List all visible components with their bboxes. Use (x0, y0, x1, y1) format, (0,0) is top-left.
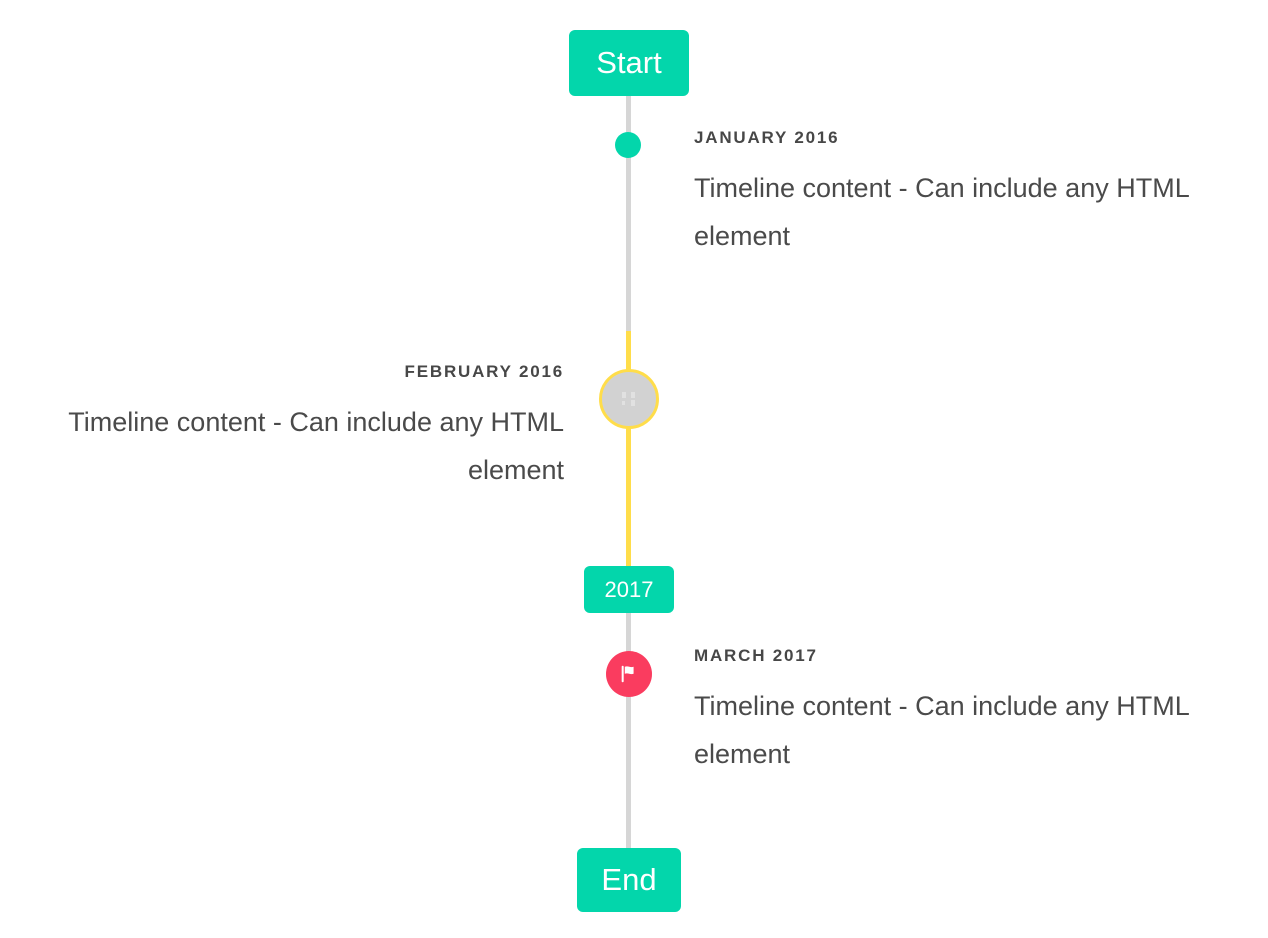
timeline-event-content: MARCH 2017 Timeline content - Can includ… (628, 646, 1256, 778)
timeline-rail-gray-upper (626, 95, 631, 331)
timeline-event-january-2016: JANUARY 2016 Timeline content - Can incl… (0, 128, 1268, 260)
timeline-event-date: FEBRUARY 2016 (404, 362, 564, 381)
timeline-event-content: JANUARY 2016 Timeline content - Can incl… (628, 128, 1256, 260)
timeline-event-march-2017: MARCH 2017 Timeline content - Can includ… (0, 646, 1268, 778)
timeline-event-body: Timeline content - Can include any HTML … (694, 691, 1189, 769)
dot-icon[interactable] (615, 132, 641, 158)
timeline-event-date: JANUARY 2016 (694, 128, 840, 147)
timeline-end-badge[interactable]: End (577, 848, 681, 912)
broken-image-icon (621, 391, 637, 407)
timeline-flag-marker[interactable] (606, 651, 652, 697)
timeline-event-body: Timeline content - Can include any HTML … (68, 407, 564, 485)
flag-icon (618, 663, 640, 685)
timeline-rail-gray-lower (626, 613, 631, 848)
timeline-event-date: MARCH 2017 (694, 646, 818, 665)
timeline-year-badge[interactable]: 2017 (584, 566, 674, 613)
timeline-event-body: Timeline content - Can include any HTML … (694, 173, 1189, 251)
timeline-event-content: FEBRUARY 2016 Timeline content - Can inc… (0, 362, 628, 494)
timeline-photo-marker[interactable] (599, 369, 659, 429)
timeline-start-badge[interactable]: Start (569, 30, 689, 96)
timeline-event-february-2016: FEBRUARY 2016 Timeline content - Can inc… (0, 362, 1268, 494)
timeline-rail-highlight (626, 331, 631, 566)
